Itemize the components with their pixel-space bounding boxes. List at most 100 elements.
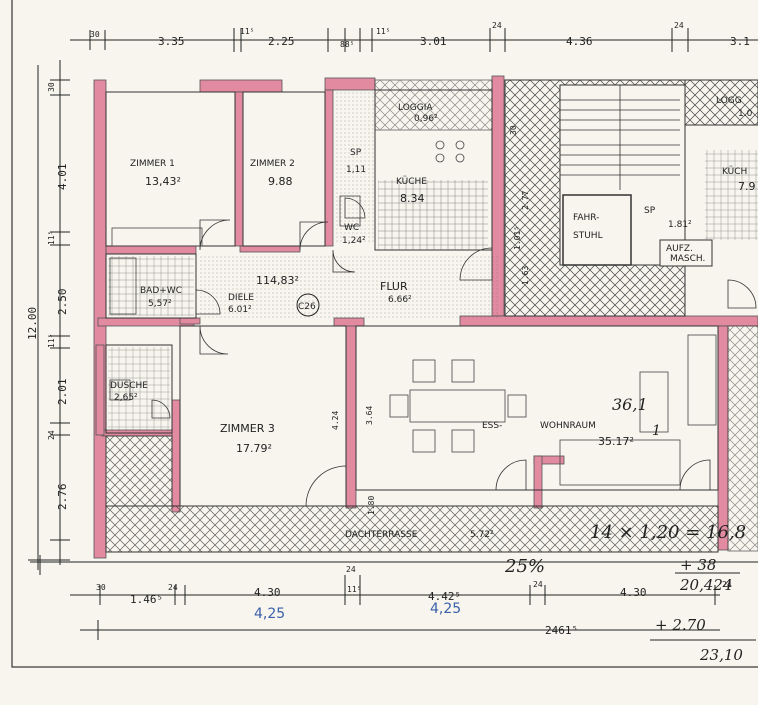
- elevator-machine: [659, 239, 713, 267]
- terrace-area: 5.72²: [470, 530, 494, 540]
- room-loggia-right-name: LOGG: [716, 96, 742, 106]
- furniture: [109, 140, 717, 486]
- room-zimmer2-area: 9.88: [268, 175, 293, 188]
- dim-bottom-4: 4.30: [254, 586, 281, 599]
- dim-bottom-6: 11⁵: [347, 585, 361, 594]
- room-flur-area: 6.66²: [388, 295, 412, 305]
- dim-inner-1: 4.24: [331, 411, 340, 430]
- room-ess-name2: WOHNRAUM: [540, 421, 596, 431]
- room-ess-area-handwritten: 36,1: [612, 395, 648, 414]
- room-sp-area: 1,11: [346, 165, 366, 175]
- dim-left-4: 2.50: [56, 289, 69, 316]
- dim-left-1: 30: [47, 82, 56, 92]
- dim-inner-5: 30: [509, 125, 518, 135]
- dim-top-4: 2.25: [268, 35, 295, 48]
- dim-inner-4: 2.77: [521, 191, 530, 210]
- room-loggia-right-area: 1.0: [738, 109, 753, 119]
- dim-top-7: 3.01: [420, 35, 447, 48]
- right-kitchen-tiles: [705, 150, 758, 240]
- dim-top-3: 11⁵: [240, 27, 254, 36]
- handwritten-calc-1b: 20,424: [679, 576, 733, 594]
- stair-steps: [560, 85, 680, 190]
- dim-left-7: 24: [47, 430, 56, 440]
- dim-left-3: 11⁵: [47, 231, 56, 245]
- elevator-shaft: [562, 194, 632, 266]
- room-bath-name: BAD+WC: [140, 286, 182, 296]
- handwritten-pct: 25%: [504, 556, 545, 577]
- dim-left-8: 2.76: [56, 484, 69, 511]
- room-dusche-area: 2,65²: [114, 393, 138, 403]
- room-sp-name: SP: [350, 148, 362, 158]
- hall-floor: [200, 254, 500, 320]
- handwritten-calc-2a: + 2.70: [655, 616, 706, 634]
- left-dimension-line: [28, 60, 70, 570]
- room-sp-right-area: 1.81²: [668, 220, 692, 230]
- elevator-name2: STUHL: [573, 231, 603, 241]
- terrace-left-hatch: [105, 435, 173, 507]
- room-zimmer1-area: 13,43²: [145, 175, 181, 188]
- dim-bottom-10: 24: [722, 580, 732, 589]
- room-dusche-name: DUSCHE: [110, 381, 148, 391]
- room-bath-area: 5,57²: [148, 299, 172, 309]
- dim-bottom-7: 4.42⁵: [428, 590, 461, 603]
- room-loggia-name: LOGGIA: [398, 103, 433, 113]
- loggia-hatch: [374, 79, 493, 131]
- dim-top-10: 24: [674, 21, 684, 30]
- room-kueche-area: 8.34: [400, 192, 425, 205]
- room-diele-name: DIELE: [228, 293, 254, 303]
- room-zimmer2-name: ZIMMER 2: [250, 159, 295, 169]
- room-kueche-right-name: KÜCH: [722, 166, 747, 177]
- room-flur-name: FLUR: [380, 280, 408, 293]
- room-kueche-right-area: 7.9: [738, 180, 756, 193]
- dim-top-11: 3.1: [730, 35, 750, 48]
- room-sp-right-name: SP: [644, 206, 656, 216]
- dim-bottom-5: 24: [346, 565, 356, 574]
- room-ess-name: ESS-: [482, 421, 502, 431]
- dim-left-5: 11⁵: [47, 334, 56, 348]
- dim-top-6: 11⁵: [376, 27, 390, 36]
- dim-bottom-9: 4.30: [620, 586, 647, 599]
- terrace-hatch: [105, 505, 719, 553]
- room-kueche-name: KÜCHE: [396, 176, 427, 187]
- room-diele-area: 6.01²: [228, 305, 252, 315]
- dim-bottom-11: 2461⁵: [545, 624, 578, 637]
- room-wc-area: 1,24²: [342, 236, 366, 246]
- handwritten-calc-2b: 23,10: [699, 646, 743, 664]
- blue-note-1: 4,25: [254, 606, 285, 622]
- dim-top-9: 4.36: [566, 35, 593, 48]
- dim-left-6: 2.01: [56, 379, 69, 406]
- dim-inner-3: 1.80: [367, 496, 376, 515]
- dim-left-9: 12.00: [26, 307, 39, 340]
- handwritten-calc-1a: + 38: [680, 556, 716, 574]
- tag-circle: [296, 293, 320, 317]
- room-ess-area: 35.17²: [598, 435, 634, 448]
- handwritten-formula: 14 × 1,20 = 16,8: [590, 522, 746, 543]
- machine-room-name2: MASCH.: [670, 254, 705, 264]
- door-swings: [151, 197, 757, 507]
- dim-bottom-1: 30: [96, 583, 106, 592]
- room-zimmer3-area: 17.79²: [236, 442, 272, 455]
- machine-room-name: AUFZ.: [666, 244, 693, 254]
- walls: [93, 75, 758, 559]
- dim-bottom-8: 24: [533, 580, 543, 589]
- terrace-name: DACHTERRASSE: [345, 530, 418, 540]
- bath-tiles: [108, 256, 194, 316]
- kitchen-tiles: [378, 180, 488, 250]
- dim-bottom-2: 1.46⁵: [130, 593, 163, 606]
- tag-c26: C26: [298, 302, 316, 312]
- blue-note-2: 4,25: [430, 601, 461, 617]
- dim-bottom-3: 24: [168, 583, 178, 592]
- bottom-dimension-line: [30, 555, 758, 640]
- room-wc-name: WC: [344, 223, 359, 233]
- top-dimension-line: [70, 28, 758, 52]
- dim-top-1: 30: [90, 30, 100, 39]
- shower-tiles: [108, 347, 170, 431]
- dim-inner-6: 1.63: [521, 266, 530, 285]
- loggia-right-hatch: [684, 79, 758, 126]
- total-area: 114,83²: [256, 274, 299, 287]
- dim-left-2: 4.01: [56, 164, 69, 191]
- sheet-border: [11, 0, 758, 668]
- room-loggia-area: 0,96²: [414, 114, 438, 124]
- room-zimmer1-name: ZIMMER 1: [130, 159, 175, 169]
